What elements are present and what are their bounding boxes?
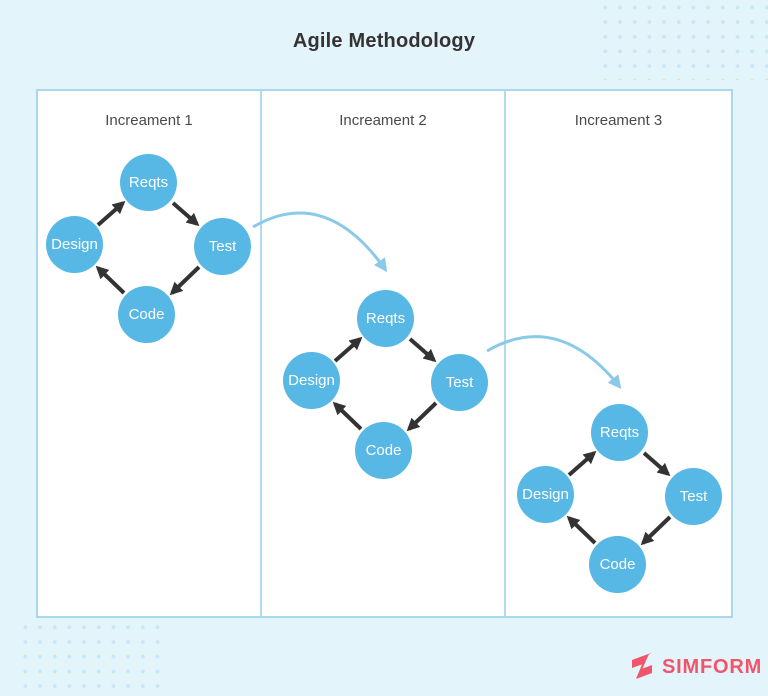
node-design: Design [283,352,340,409]
node-test: Test [431,354,488,411]
cycle-arrows [95,200,201,296]
dot-grid-bottom-left [18,620,170,696]
increment-3-title: Increament 3 [574,112,663,129]
increment-1-title: Increament 1 [105,112,193,129]
simform-logo: SIMFORM [626,649,762,685]
cycle-arrows [566,450,672,546]
node-reqts: Reqts [357,290,414,347]
cycle-diagram-increment-1: Reqts Test Code Design [46,154,251,344]
simform-wordmark: SIMFORM [662,655,763,678]
node-test: Test [194,218,251,275]
increment-column-1: Increament 1 [38,91,262,616]
cycle-diagram-increment-3: Reqts Test Code Design [517,404,722,594]
increment-2-title: Increament 2 [339,112,427,129]
node-code: Code [589,536,646,593]
node-reqts: Reqts [120,154,177,211]
simform-s-icon [632,653,652,679]
node-test: Test [665,468,722,525]
node-reqts: Reqts [591,404,648,461]
node-design: Design [46,216,103,273]
node-code: Code [355,422,412,479]
cycle-diagram-increment-2: Reqts Test Code Design [283,290,488,480]
node-code: Code [118,286,175,343]
page-title: Agile Methodology [292,30,476,52]
dot-grid-top-right [598,0,768,80]
cycle-arrows [332,336,438,432]
node-design: Design [517,466,574,523]
increment-column-3: Increament 3 [506,91,731,616]
